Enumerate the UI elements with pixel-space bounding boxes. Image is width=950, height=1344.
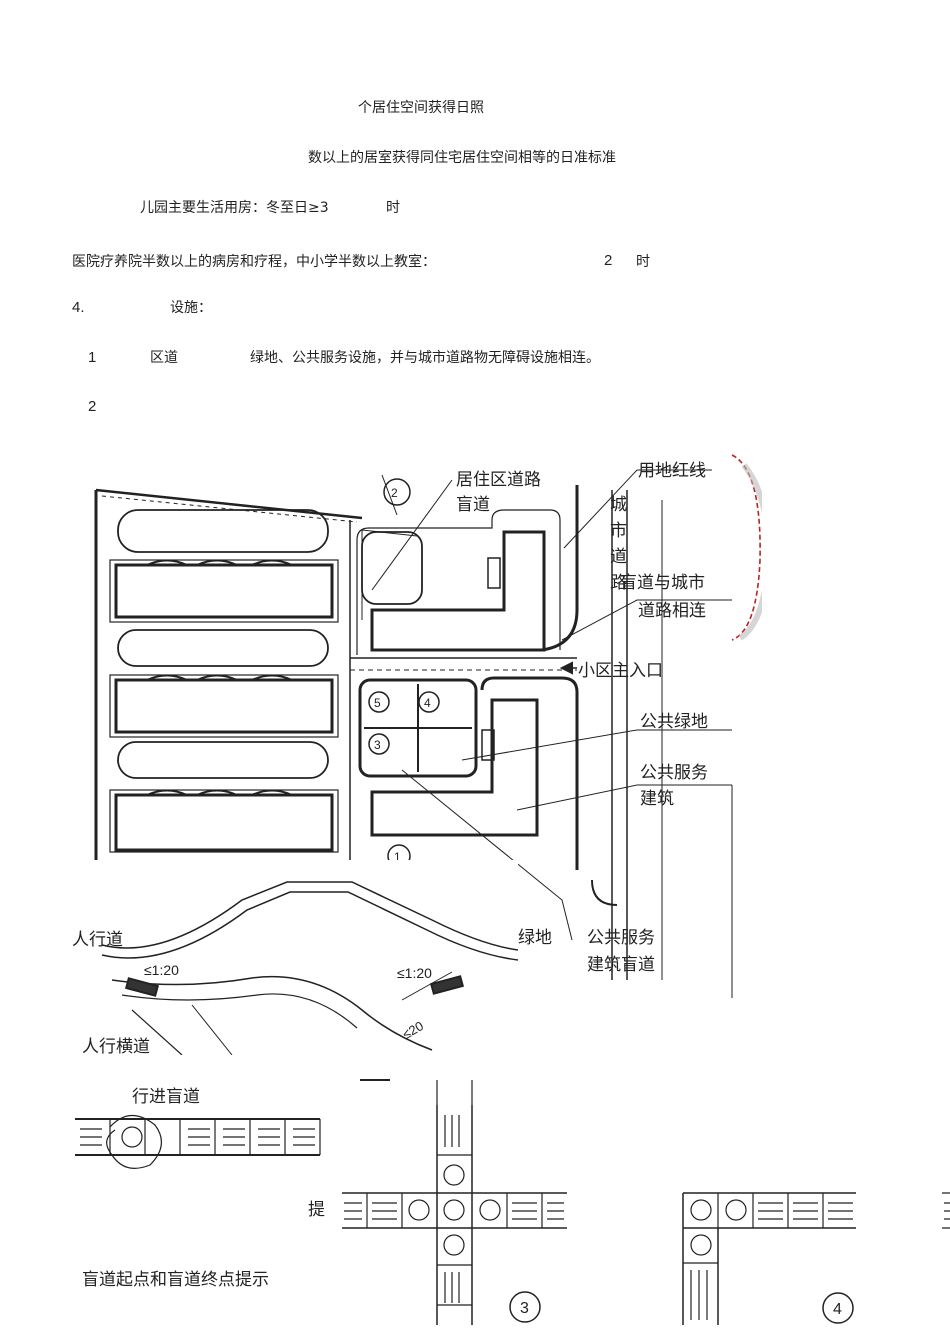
label-connect-city-2: 道路相连 — [638, 601, 706, 621]
item-2-number: 2 — [88, 398, 97, 415]
label-blind-path: 盲道 — [456, 495, 490, 515]
label-sidewalk: 人行道 — [72, 930, 123, 950]
site-plan-figure: 居住区道路 盲道 用地红线 盲道与城市 道路相连 小区主入口 公共绿地 公共服务… — [72, 440, 762, 1000]
sidewalk-figure: 人行道 ≤1:20 ≤1:20 ≤20 人行横道 — [72, 860, 518, 1055]
label-red-line: 用地红线 — [638, 461, 706, 481]
label-city-road-2: 市 — [610, 521, 627, 541]
label-city-road-1: 城 — [610, 495, 627, 515]
circle-label-5: 5 — [374, 696, 381, 710]
item-1-text-a: 区道 — [150, 350, 178, 366]
label-city-road-3: 道 — [610, 547, 627, 567]
circle-label-3: 3 — [374, 738, 381, 752]
circle-label-1: 1 — [394, 850, 401, 864]
label-service-path-2: 建筑盲道 — [587, 955, 655, 975]
text-line-sunlight: 个居住空间获得日照 — [358, 100, 484, 116]
label-start-end-hint: 盲道起点和盲道终点提示 — [82, 1270, 269, 1290]
label-green-partial: 绿地 — [518, 928, 552, 948]
label-main-entrance: 小区主入口 — [578, 661, 663, 681]
text-line-hospital: 医院疗养院半数以上的病房和疗程，中小学半数以上教室： — [72, 254, 436, 270]
label-slope-right: ≤1:20 — [397, 965, 432, 981]
label-public-service-2: 建筑 — [640, 789, 674, 809]
section-title: 设施： — [170, 300, 212, 316]
text-line-standard: 数以上的居室获得同住宅居住空间相等的日准标准 — [308, 150, 616, 166]
label-slope-left: ≤1:20 — [144, 962, 179, 978]
label-residential-road: 居住区道路 — [456, 470, 541, 490]
text-line-hospital-unit: 时 — [636, 254, 650, 270]
tactile-tiles-figure: 行进盲道 提 盲道起点和盲道终点提示 3 4 — [70, 1075, 950, 1330]
label-connect-city-1: 盲道与城市 — [620, 573, 705, 593]
circle-label-2: 2 — [391, 486, 398, 500]
label-fig-4: 4 — [833, 1301, 842, 1318]
text-line-kindergarten-unit: 时 — [386, 200, 400, 216]
label-hint: 提 — [308, 1200, 325, 1220]
item-1-text-b: 绿地、公共服务设施，并与城市道路物无障碍设施相连。 — [250, 350, 600, 366]
label-service-path-1: 公共服务 — [587, 928, 655, 948]
section-number: 4. — [72, 299, 85, 316]
text-line-kindergarten: 儿园主要生活用房：冬至日≥3 — [140, 200, 329, 216]
label-public-green: 公共绿地 — [640, 712, 708, 732]
label-public-service-1: 公共服务 — [640, 763, 708, 783]
item-1-number: 1 — [88, 349, 97, 366]
label-progress-blind-path: 行进盲道 — [132, 1087, 200, 1107]
text-line-hospital-value: 2 — [604, 252, 613, 269]
circle-label-4: 4 — [424, 696, 431, 710]
label-crossing: 人行横道 — [82, 1037, 150, 1055]
label-fig-3: 3 — [520, 1300, 529, 1317]
label-city-road-4: 路 — [610, 573, 627, 593]
